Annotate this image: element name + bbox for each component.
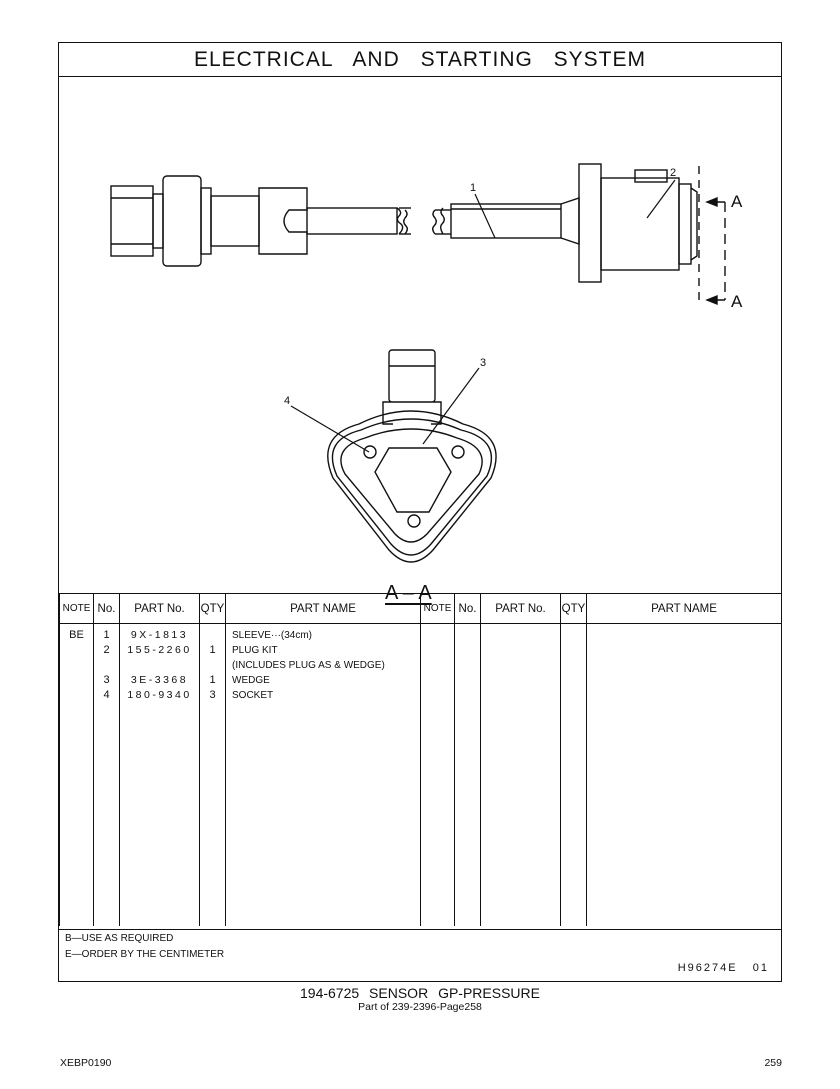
part-name: SOCKET [232, 690, 274, 701]
col-header-part-name: PART NAME [225, 593, 421, 624]
item-number [94, 658, 119, 673]
part-name: (INCLUDES PLUG AS & WEDGE) [232, 660, 385, 671]
callout-3: 3 [480, 357, 487, 369]
callout-1: 1 [470, 182, 477, 194]
part-name: SLEEVE···(34cm) [232, 630, 313, 641]
qty-cell [200, 658, 225, 673]
item-number: 4 [103, 689, 110, 701]
parts-table: NOTE No. PART No. QTY PART NAME NOTE No.… [59, 593, 782, 926]
col-header-no: No. [93, 593, 120, 624]
note-cell: BE [69, 629, 84, 641]
qty-cell: 1 [209, 644, 216, 656]
connector-drawing [432, 163, 700, 304]
qty-column-right [560, 623, 587, 926]
note-column-right [420, 623, 455, 926]
no-column: 1 2 3 4 [93, 623, 120, 926]
assembly-subcaption: Part of 239-2396-Page258 [358, 1001, 482, 1013]
col-header-part-name-right: PART NAME [586, 593, 782, 624]
page-number: 259 [764, 1057, 782, 1069]
callout-2: 2 [670, 167, 677, 179]
note-cell [60, 643, 93, 658]
qty-cell [200, 628, 225, 643]
part-number: 180-9340 [127, 689, 192, 701]
item-number: 3 [103, 674, 110, 686]
part-name-column: SLEEVE···(34cm) PLUG KIT (INCLUDES PLUG … [225, 623, 421, 926]
parts-illustration: 1 2 3 4 A A A – A [59, 76, 781, 633]
part-name: PLUG KIT [232, 645, 278, 656]
col-header-no-right: No. [454, 593, 481, 624]
col-header-note-right: NOTE [420, 593, 455, 624]
col-header-qty: QTY [199, 593, 226, 624]
part-number: 3E-3368 [130, 674, 189, 686]
document-code: XEBP0190 [60, 1057, 112, 1069]
item-number: 2 [103, 644, 110, 656]
page-title: ELECTRICAL AND STARTING SYSTEM [59, 43, 781, 77]
qty-cell: 1 [209, 674, 216, 686]
part-number: 155-2260 [127, 644, 192, 656]
part-name-column-right [586, 623, 782, 926]
item-number: 1 [103, 629, 110, 641]
section-view-drawing [327, 349, 497, 563]
col-header-part-no-right: PART No. [480, 593, 561, 624]
note-cell [60, 658, 93, 673]
section-marker-bottom: A [731, 292, 743, 311]
col-header-part-no: PART No. [119, 593, 200, 624]
footnote-b: B—USE AS REQUIRED [65, 933, 174, 944]
page-frame: ELECTRICAL AND STARTING SYSTEM [58, 42, 782, 982]
leader-lines [290, 179, 676, 453]
note-column: BE [59, 623, 94, 926]
footnotes: B—USE AS REQUIRED E—ORDER BY THE CENTIME… [59, 929, 781, 982]
table-header-row: NOTE No. PART No. QTY PART NAME NOTE No.… [59, 593, 782, 624]
qty-column: 1 1 3 [199, 623, 226, 926]
table-body-row: BE 1 2 3 4 [59, 623, 782, 926]
part-name: WEDGE [232, 675, 270, 686]
part-no-column-right [480, 623, 561, 926]
callout-4: 4 [284, 395, 291, 407]
col-header-note: NOTE [59, 593, 94, 624]
col-header-qty-right: QTY [560, 593, 587, 624]
part-no-column: 9X-1813 155-2260 3E-3368 180-9340 [119, 623, 200, 926]
section-arrows [705, 196, 726, 306]
note-cell [60, 673, 93, 688]
illustration-reference: H96274E 01 [677, 962, 769, 974]
no-column-right [454, 623, 481, 926]
sensor-diagram [110, 163, 726, 563]
qty-cell: 3 [209, 689, 216, 701]
part-number [120, 658, 199, 673]
note-cell [60, 688, 93, 703]
section-marker-top: A [731, 192, 743, 211]
footnote-e: E—ORDER BY THE CENTIMETER [65, 949, 225, 960]
assembly-caption: 194-6725 SENSOR GP-PRESSURE [300, 985, 540, 1001]
sensor-body-drawing [110, 175, 411, 267]
part-number: 9X-1813 [130, 629, 189, 641]
